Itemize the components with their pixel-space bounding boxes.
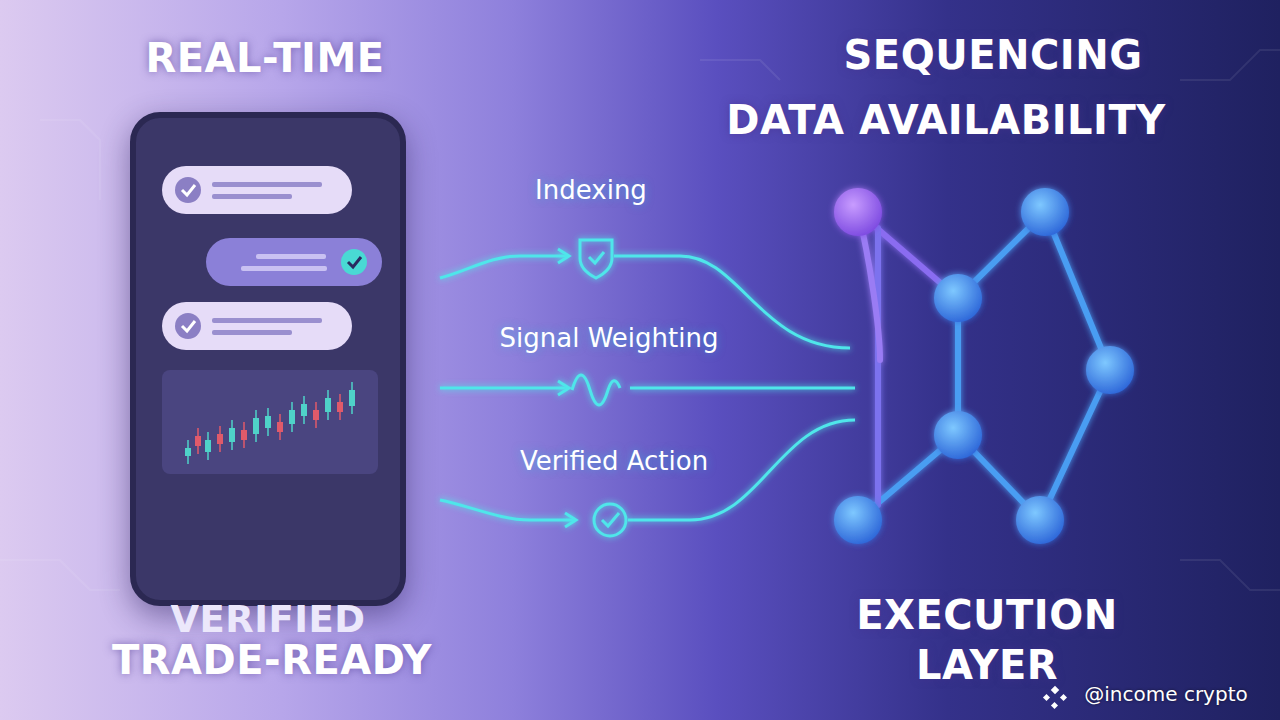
- heading-label: REAL-TIME: [145, 35, 384, 81]
- heading-label: SEQUENCING: [844, 32, 1143, 78]
- heading-label: EXECUTION LAYER: [837, 590, 1137, 690]
- flow-label: Indexing: [535, 175, 647, 205]
- phone-screen-art: [136, 118, 400, 600]
- watermark: @income crypto: [1084, 682, 1247, 706]
- network-nodes: [834, 188, 1134, 544]
- flow-label: Signal Weighting: [500, 323, 719, 353]
- heading-label: TRADE-READY: [112, 637, 432, 683]
- phone-device: VERIFIED: [130, 112, 406, 606]
- flow-icons: [572, 240, 626, 536]
- flow-lines: [440, 249, 855, 527]
- flow-label: Verified Action: [520, 446, 708, 476]
- network-edges: [858, 212, 1110, 520]
- heading-label: DATA AVAILABILITY: [726, 97, 1165, 143]
- watermark-logo: [1043, 686, 1067, 709]
- phone-caption: VERIFIED: [136, 598, 400, 641]
